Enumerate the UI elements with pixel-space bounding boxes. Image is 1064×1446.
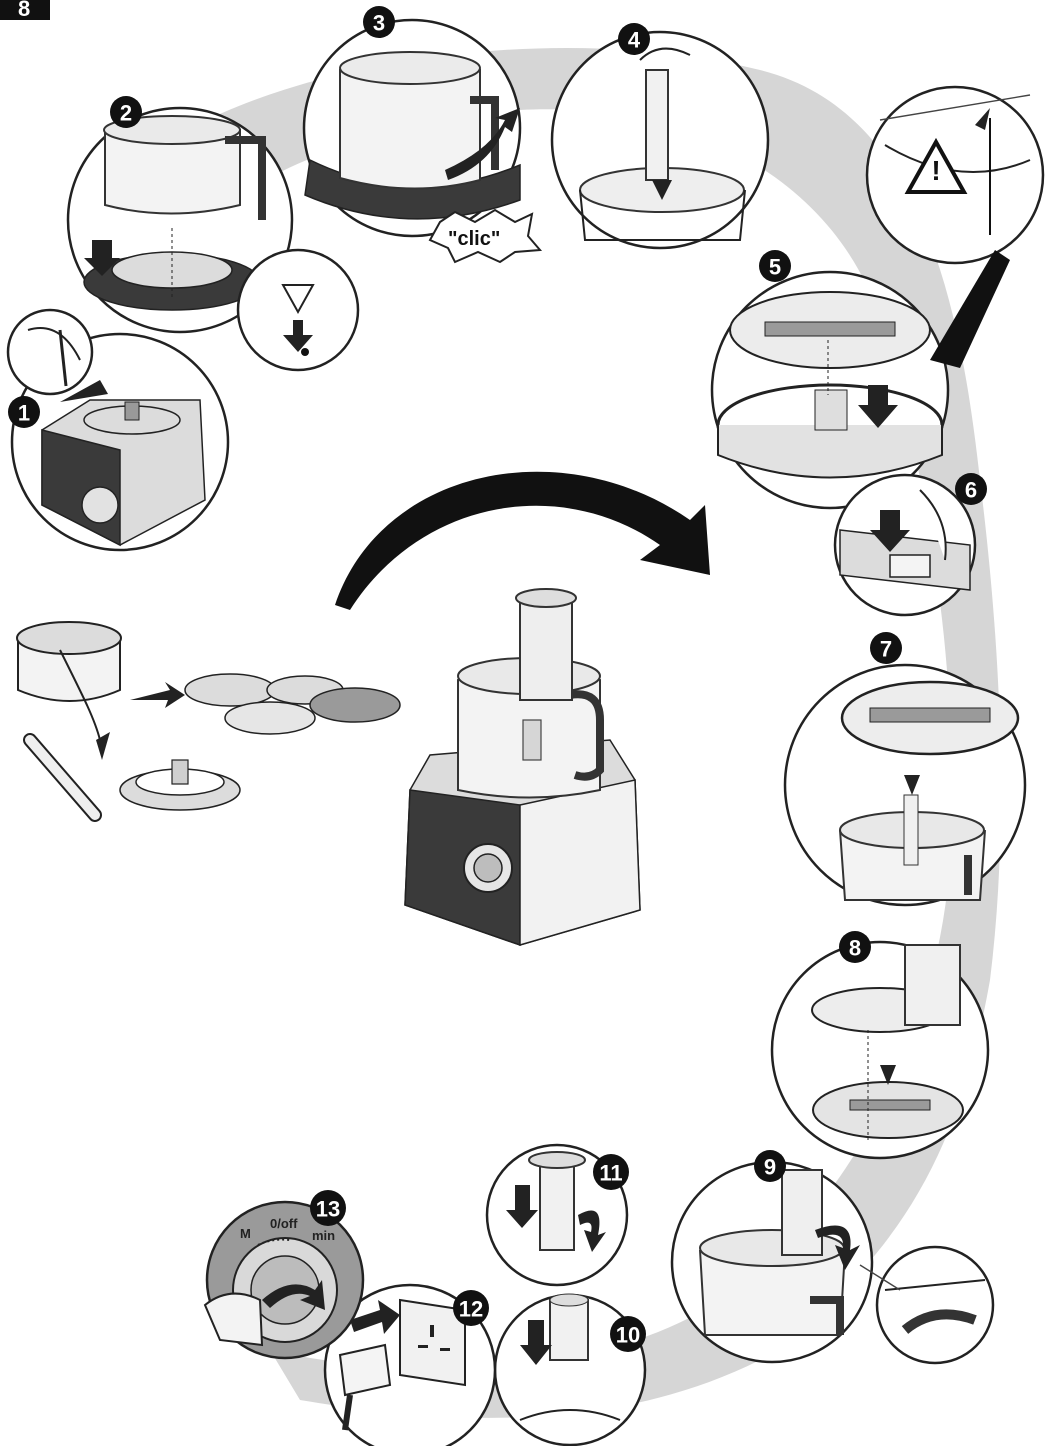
step-badge-7: 7 xyxy=(870,632,902,664)
svg-text:12: 12 xyxy=(459,1297,483,1322)
center-curved-arrow xyxy=(335,471,710,610)
svg-text:10: 10 xyxy=(616,1323,640,1348)
step-3-panel: "clic" xyxy=(302,18,543,264)
step-badge-11: 11 xyxy=(593,1154,629,1190)
step-5-panel xyxy=(710,270,950,510)
step-6-panel xyxy=(833,473,977,617)
clic-callout: "clic" xyxy=(428,208,543,264)
svg-text:8: 8 xyxy=(18,0,30,21)
svg-text:5: 5 xyxy=(769,255,781,280)
warning-inset: ! xyxy=(865,85,1045,368)
svg-text:min: min xyxy=(312,1228,335,1243)
svg-text:3: 3 xyxy=(373,11,385,36)
svg-text:6: 6 xyxy=(965,478,977,503)
step-badges: 1 2 3 4 5 6 7 8 9 10 11 12 13 xyxy=(8,6,987,1352)
step-badge-1: 1 xyxy=(8,396,40,428)
svg-text:1: 1 xyxy=(18,401,30,426)
svg-text:2: 2 xyxy=(120,101,132,126)
step-badge-5: 5 xyxy=(759,250,791,282)
step-2-panel xyxy=(66,106,360,372)
warning-triangle-icon: ! xyxy=(904,137,968,194)
step-badge-4: 4 xyxy=(618,23,650,55)
accessories-group xyxy=(16,621,401,822)
step-badge-10: 10 xyxy=(610,1316,646,1352)
step-badge-9: 9 xyxy=(754,1150,786,1182)
svg-text:13: 13 xyxy=(316,1197,340,1222)
svg-text:"clic": "clic" xyxy=(448,228,500,250)
step-badge-2: 2 xyxy=(110,96,142,128)
step-badge-13: 13 xyxy=(310,1190,346,1226)
step-8-panel xyxy=(770,940,990,1160)
step-12-panel xyxy=(323,1283,497,1446)
step-badge-12: 12 xyxy=(453,1290,489,1326)
svg-text:M: M xyxy=(240,1226,251,1241)
step-10-panel xyxy=(493,1293,647,1446)
step-badge-3: 3 xyxy=(363,6,395,38)
step-badge-6: 6 xyxy=(955,473,987,505)
svg-text:4: 4 xyxy=(628,28,641,53)
svg-text:0/off: 0/off xyxy=(270,1216,298,1231)
socket-icon xyxy=(399,1298,466,1387)
step-badge-8: 8 xyxy=(839,931,871,963)
food-processor-assembled xyxy=(404,588,641,947)
step-13-panel: M 0/off min xyxy=(203,1200,365,1360)
svg-text:11: 11 xyxy=(599,1161,622,1186)
step-9-panel xyxy=(670,1160,995,1365)
svg-text:8: 8 xyxy=(849,936,861,961)
step-4-panel xyxy=(550,30,770,250)
step-1-panel xyxy=(6,308,230,552)
plug-icon xyxy=(338,1343,392,1431)
svg-text:9: 9 xyxy=(764,1155,776,1180)
svg-text:7: 7 xyxy=(880,637,892,662)
svg-text:!: ! xyxy=(931,155,940,186)
step-11-panel xyxy=(485,1143,629,1287)
figure-label: 8 xyxy=(0,0,50,21)
step-7-panel xyxy=(783,663,1027,907)
